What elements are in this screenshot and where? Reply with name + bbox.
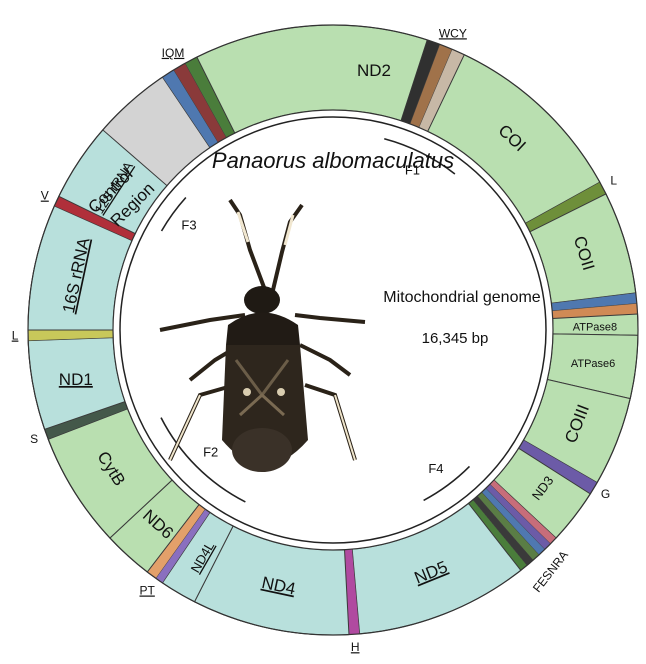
genome-size: 16,345 bp	[422, 330, 489, 347]
trna-label-L2: L	[12, 329, 19, 343]
label-ATPase8: ATPase8	[573, 321, 617, 333]
genome-label: Mitochondrial genome	[383, 289, 541, 306]
trna-label-L1: L	[610, 174, 617, 188]
fragment-F3-label: F3	[181, 217, 196, 232]
label-ND2: ND2	[357, 61, 391, 80]
trna-label-V: V	[41, 189, 49, 203]
fragment-F2-label: F2	[203, 444, 218, 459]
trna-label-IQM: IQM	[162, 46, 185, 60]
trna-label-WCY: WCY	[439, 26, 467, 40]
label-ATPase6: ATPase6	[571, 358, 615, 370]
trna-label-H: H	[351, 640, 360, 654]
trna-label-S: S	[30, 432, 38, 446]
fragment-F4-label: F4	[428, 461, 443, 476]
species-title: Panaorus albomaculatus	[212, 148, 454, 173]
trna-label-G: G	[601, 487, 610, 501]
label-ND1: ND1	[59, 370, 93, 389]
trna-label-PT: PT	[140, 584, 156, 598]
